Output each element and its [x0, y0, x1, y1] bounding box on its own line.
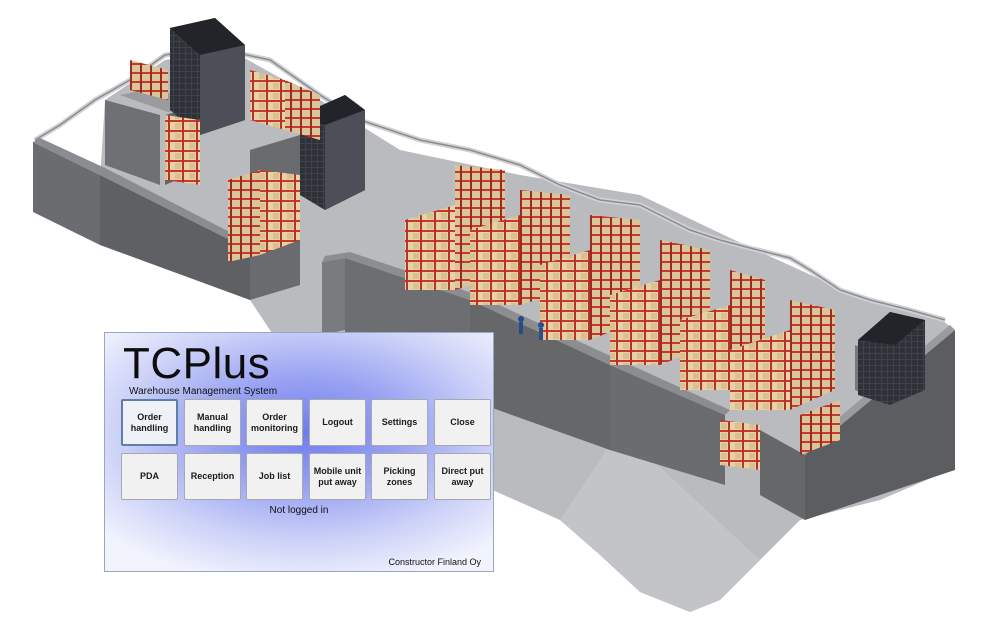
warehouse-workers [518, 316, 544, 340]
mobile-unit-put-away-button[interactable]: Mobile unit put away [309, 453, 366, 500]
job-list-button[interactable]: Job list [246, 453, 303, 500]
pda-button[interactable]: PDA [121, 453, 178, 500]
direct-put-away-button[interactable]: Direct put away [434, 453, 491, 500]
settings-button[interactable]: Settings [371, 399, 428, 446]
reception-button[interactable]: Reception [184, 453, 241, 500]
picking-zones-button[interactable]: Picking zones [371, 453, 428, 500]
vertical-lift-units [170, 18, 925, 405]
close-button[interactable]: Close [434, 399, 491, 446]
pallet-racks [130, 60, 840, 470]
order-handling-button[interactable]: Order handling [121, 399, 178, 446]
login-status: Not logged in [269, 505, 329, 516]
manual-handling-button[interactable]: Manual handling [184, 399, 241, 446]
tcplus-app-window: TCPlus Warehouse Management System Order… [104, 332, 494, 572]
logout-button[interactable]: Logout [309, 399, 366, 446]
app-title: TCPlus [123, 339, 271, 388]
order-monitoring-button[interactable]: Order monitoring [246, 399, 303, 446]
company-name: Constructor Finland Oy [388, 557, 481, 567]
app-subtitle: Warehouse Management System [129, 386, 278, 397]
